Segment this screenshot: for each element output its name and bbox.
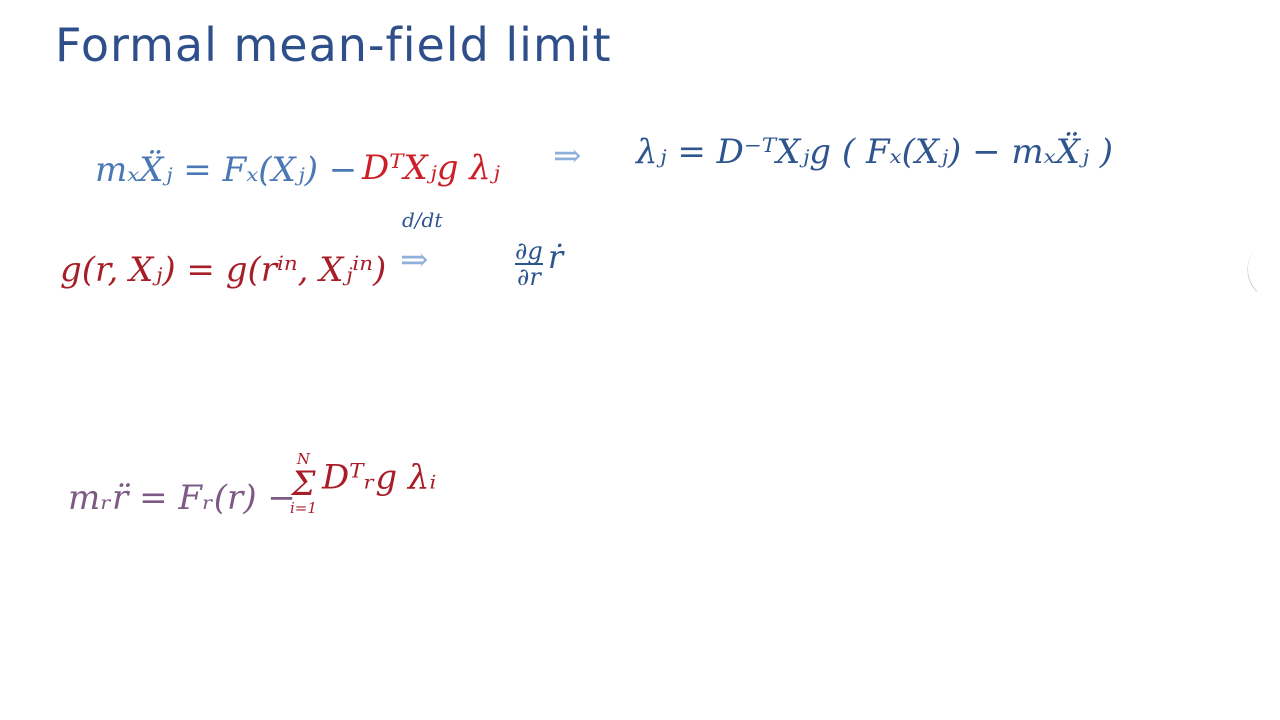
fraction-numerator: ∂g	[515, 236, 543, 265]
equation-motion-r-lhs: mᵣr̈ = Fᵣ(r) −	[68, 478, 296, 518]
equation-constraint: g(r, Xⱼ) = g(rⁱⁿ, Xⱼⁱⁿ)	[60, 250, 387, 290]
implies-arrow-2: ⇒	[400, 240, 429, 280]
equation-motion-x-lhs: mₓẌⱼ = Fₓ(Xⱼ) −	[95, 150, 358, 190]
time-derivative-label: d/dt	[402, 208, 443, 232]
stray-pen-mark	[1234, 246, 1280, 292]
sum-lower-limit: i=1	[290, 499, 317, 517]
implies-arrow: ⇒	[553, 136, 582, 176]
equation-lambda: λⱼ = D⁻ᵀXⱼg ( Fₓ(Xⱼ) − mₓẌⱼ )	[636, 132, 1113, 172]
fraction-denominator: ∂r	[516, 262, 541, 291]
sum-symbol: Σ	[291, 464, 316, 504]
r-dot: ṙ	[547, 238, 564, 276]
partial-derivative-term: ∂g∂r ṙ	[515, 238, 563, 289]
page-title: Formal mean-field limit	[55, 18, 612, 72]
sum-term: Dᵀᵣg λᵢ	[322, 457, 437, 498]
equation-motion-x-constraint: DᵀXⱼg λⱼ	[362, 148, 500, 188]
sum-upper-limit: N	[296, 450, 311, 468]
